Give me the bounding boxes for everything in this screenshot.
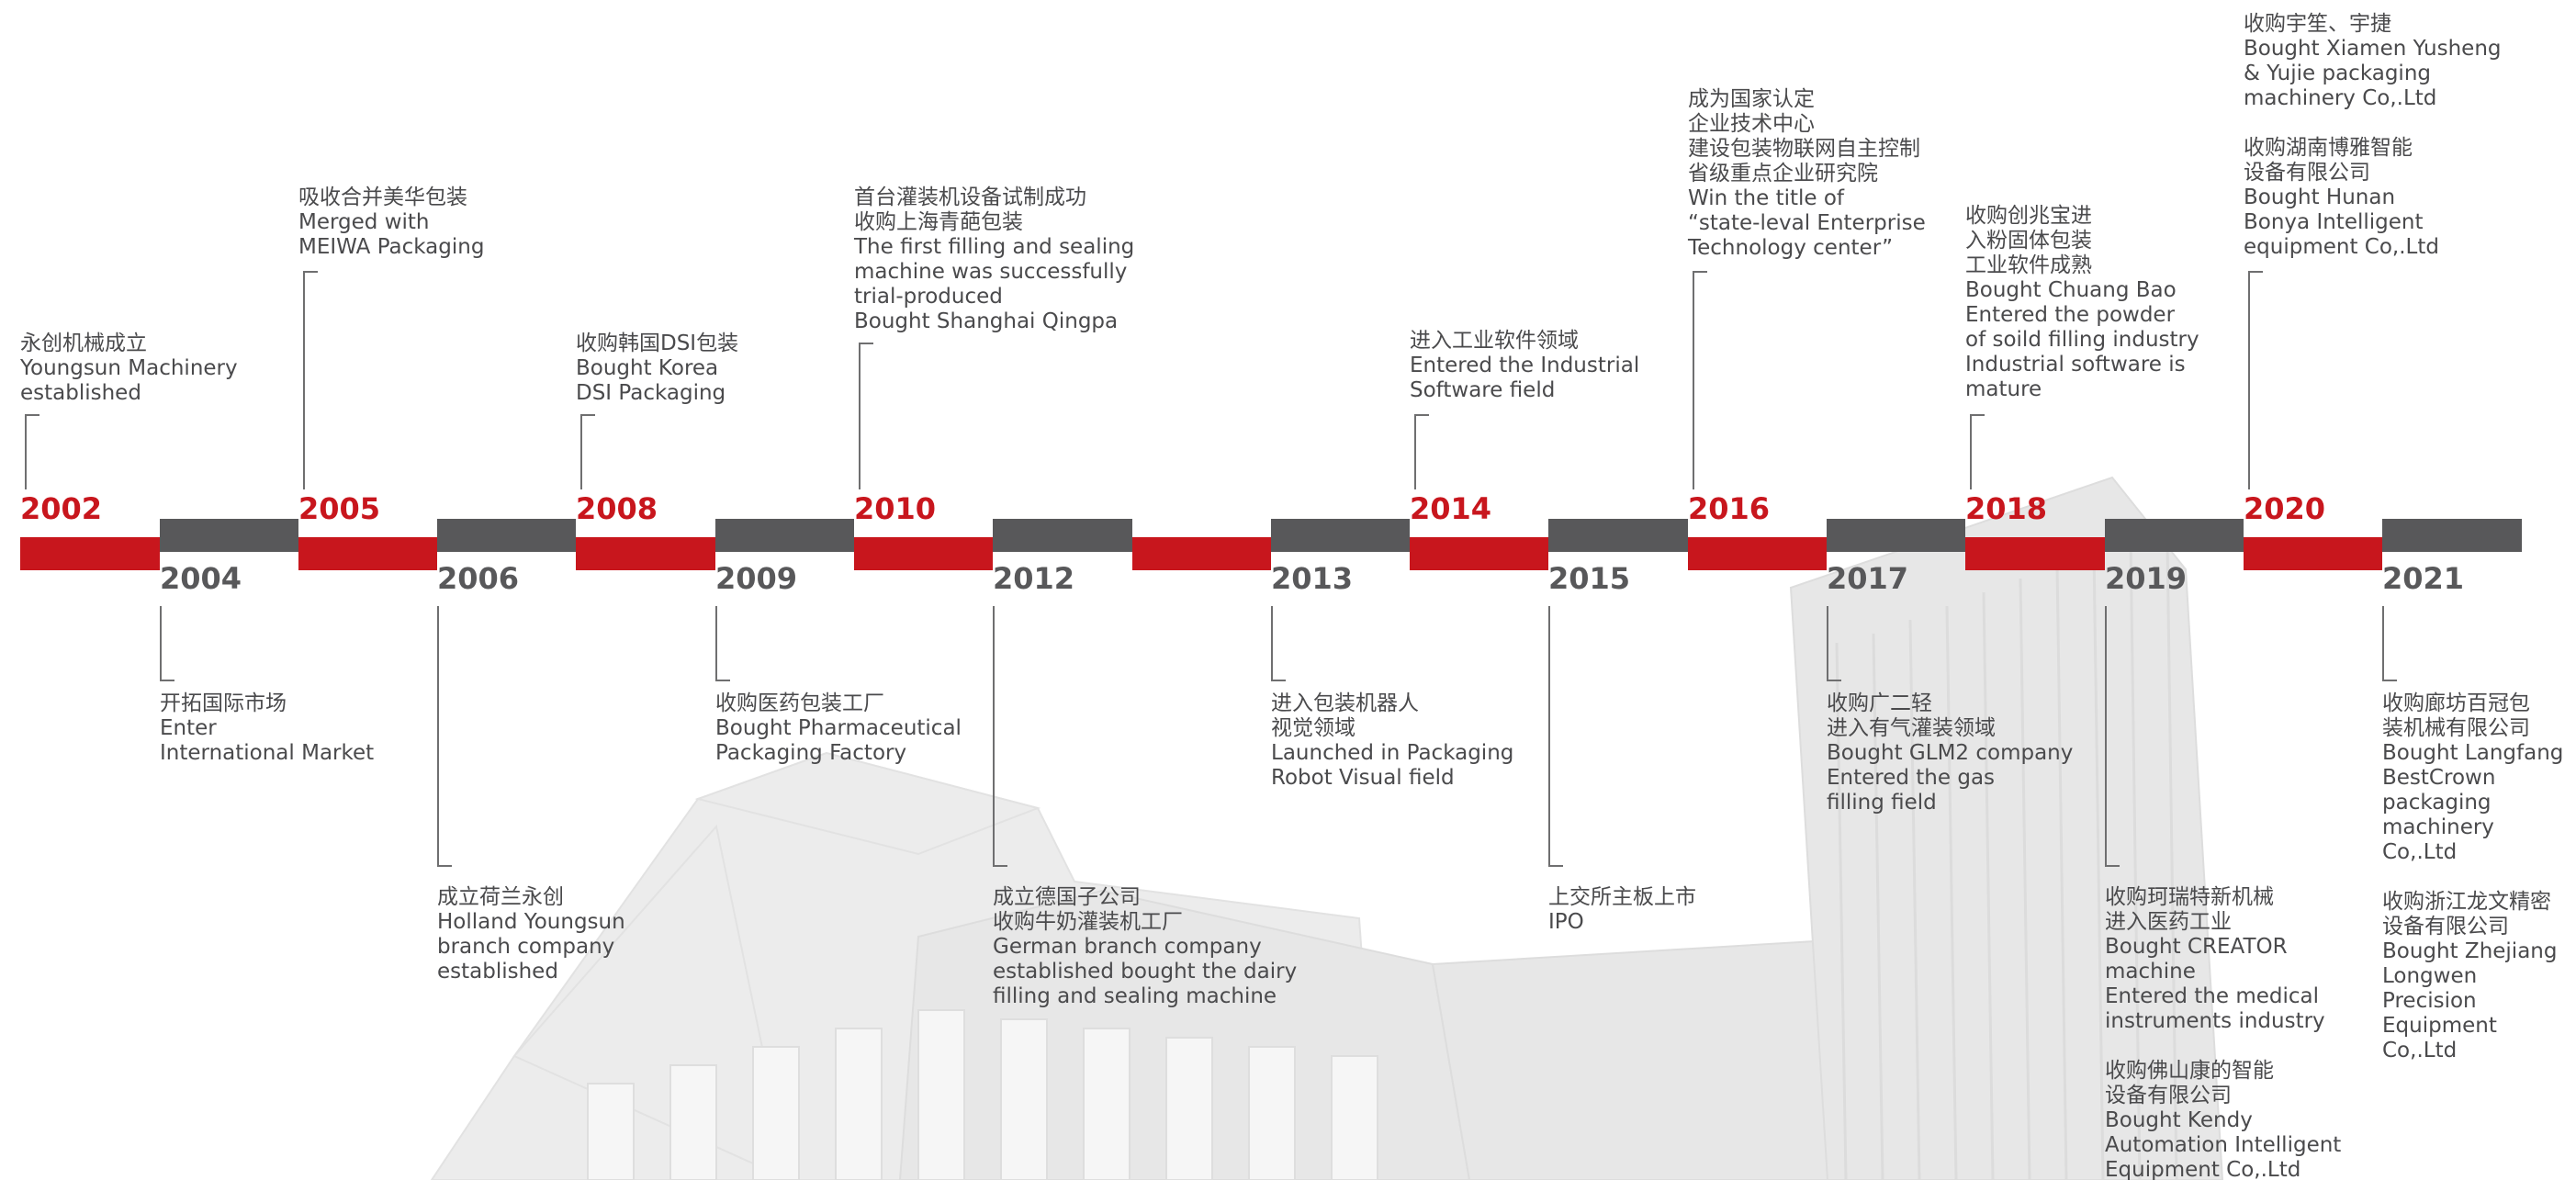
year-label-2005: 2005	[298, 491, 381, 526]
year-label-2009: 2009	[715, 561, 798, 596]
timeline-segment	[993, 519, 1132, 552]
leader-line	[1693, 271, 1707, 489]
timeline-segment	[1410, 537, 1548, 570]
milestone-event-2013: 进入包装机器人 视觉领域 Launched in Packaging Robot…	[1271, 691, 1514, 790]
leader-line	[437, 606, 452, 867]
leader-line	[1271, 606, 1286, 681]
year-label-2017: 2017	[1827, 561, 1909, 596]
leader-line	[303, 271, 318, 489]
timeline-segment	[160, 519, 298, 552]
timeline-segment	[1688, 537, 1827, 570]
milestone-event-2006: 成立荷兰永创 Holland Youngsun branch company e…	[437, 885, 625, 983]
milestone-event-2012: 成立德国子公司 收购牛奶灌装机工厂 German branch company …	[993, 885, 1298, 1008]
timeline-segment	[1548, 519, 1688, 552]
timeline-segment	[576, 537, 715, 570]
timeline-segment	[437, 519, 576, 552]
milestone-event-2014: 进入工业软件领域 Entered the Industrial Software…	[1410, 329, 1640, 402]
year-label-2010: 2010	[854, 491, 937, 526]
timeline-segment	[1271, 519, 1410, 552]
leader-line	[2382, 606, 2397, 681]
leader-line	[1548, 606, 1563, 867]
year-label-2016: 2016	[1688, 491, 1771, 526]
year-label-2002: 2002	[20, 491, 103, 526]
timeline-segment	[20, 537, 160, 570]
leader-line	[2248, 271, 2263, 489]
year-label-2004: 2004	[160, 561, 242, 596]
leader-line	[715, 606, 730, 681]
year-label-2020: 2020	[2244, 491, 2326, 526]
year-label-2006: 2006	[437, 561, 520, 596]
year-label-2015: 2015	[1548, 561, 1631, 596]
timeline-segment	[298, 537, 437, 570]
leader-line	[25, 414, 39, 489]
leader-line	[2105, 606, 2120, 867]
timeline-segment	[1965, 537, 2105, 570]
milestone-event-2017: 收购广二轻 进入有气灌装领域 Bought GLM2 company Enter…	[1827, 691, 2074, 815]
timeline-segment	[1132, 537, 1271, 570]
year-label-2019: 2019	[2105, 561, 2188, 596]
year-label-2021: 2021	[2382, 561, 2465, 596]
leader-line	[580, 414, 595, 489]
milestone-event-2020: 收购宇笙、宇捷 Bought Xiamen Yusheng & Yujie pa…	[2244, 12, 2502, 259]
milestone-event-2016: 成为国家认定 企业技术中心 建设包装物联网自主控制 省级重点企业研究院 Win …	[1688, 87, 1926, 260]
milestone-event-2018: 收购创兆宝进 入粉固体包装 工业软件成熟 Bought Chuang Bao E…	[1965, 204, 2199, 401]
year-label-2012: 2012	[993, 561, 1075, 596]
timeline-segment	[2382, 519, 2522, 552]
leader-line	[1970, 414, 1985, 489]
timeline-segment	[2105, 519, 2244, 552]
milestone-event-2008: 收购韩国DSI包装 Bought Korea DSI Packaging	[576, 332, 739, 405]
milestone-event-2021: 收购廊坊百冠包 装机械有限公司 Bought Langfang BestCrow…	[2382, 691, 2564, 1062]
timeline-segment	[2244, 537, 2382, 570]
milestone-event-2005: 吸收合并美华包装 Merged with MEIWA Packaging	[298, 185, 485, 259]
milestone-event-2009: 收购医药包装工厂 Bought Pharmaceutical Packaging…	[715, 691, 962, 765]
year-label-2013: 2013	[1271, 561, 1354, 596]
year-label-2018: 2018	[1965, 491, 2048, 526]
leader-line	[993, 606, 1007, 867]
milestone-event-2002: 永创机械成立 Youngsun Machinery established	[20, 332, 238, 405]
milestone-event-2019: 收购珂瑞特新机械 进入医药工业 Bought CREATOR machine E…	[2105, 885, 2342, 1180]
leader-line	[1827, 606, 1841, 681]
timeline-segment	[854, 537, 993, 570]
leader-line	[1414, 414, 1429, 489]
year-label-2014: 2014	[1410, 491, 1492, 526]
timeline-segment	[715, 519, 854, 552]
milestone-event-2010: 首台灌装机设备试制成功 收购上海青葩包装 The first filling a…	[854, 185, 1135, 333]
leader-line	[859, 343, 873, 489]
milestone-event-2004: 开拓国际市场 Enter International Market	[160, 691, 375, 765]
milestone-event-2015: 上交所主板上市 IPO	[1548, 885, 1696, 934]
timeline-segment	[1827, 519, 1965, 552]
leader-line	[160, 606, 174, 681]
year-label-2008: 2008	[576, 491, 658, 526]
